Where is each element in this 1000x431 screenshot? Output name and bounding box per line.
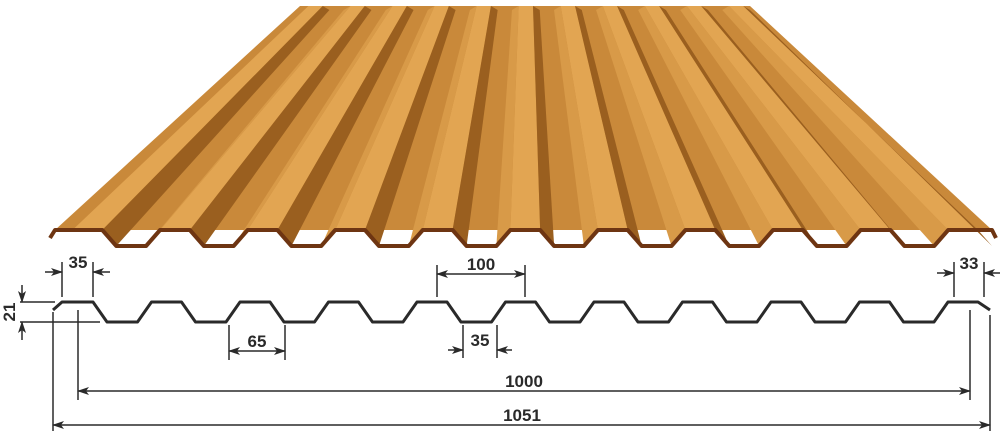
rib-crest: [335, 6, 449, 230]
rib-crest: [602, 6, 716, 230]
rib-slope-dark: [701, 6, 905, 246]
dim-valley-bottom: 35: [471, 331, 490, 350]
dim-height: 21: [0, 303, 19, 322]
rib-crest: [247, 6, 407, 230]
rib-slope-light: [596, 6, 686, 246]
rib-slope-dark: [189, 6, 372, 246]
sheet-front-edge: [48, 228, 998, 248]
rib-slope-dark: [575, 6, 642, 246]
rib-crest: [160, 6, 365, 230]
profile-outline: [52, 300, 991, 324]
rib-slope-light: [146, 6, 351, 246]
dim-edge-right: 33: [960, 254, 979, 273]
rib-slope-light: [722, 6, 949, 246]
rib-crest: [560, 6, 628, 230]
rib-slope-dark: [532, 6, 555, 246]
rib-slope-light: [554, 6, 598, 246]
rib-slope-light: [233, 6, 393, 246]
rib-slope-light: [638, 6, 774, 246]
corrugated-sheet-3d: [48, 6, 998, 248]
rib-crest: [72, 6, 323, 230]
rib-slope-light: [408, 6, 477, 246]
dim-crest-top-width: 35: [69, 253, 88, 272]
rib-crest: [686, 6, 891, 230]
rib-slope-dark: [102, 6, 330, 246]
rib-slope-dark: [277, 6, 414, 246]
dim-valley-width: 65: [248, 332, 267, 351]
rib-slope-dark: [659, 6, 817, 246]
rib-crest: [422, 6, 491, 230]
rib-crest: [644, 6, 803, 230]
rib-slope-dark: [364, 6, 456, 246]
dim-total-width: 1051: [503, 406, 541, 425]
dim-pitch: 100: [467, 255, 495, 274]
rib-slope-dark: [617, 6, 730, 246]
rib-crest: [728, 6, 978, 230]
rib-crest: [510, 6, 541, 230]
rib-slope-dark: [452, 6, 498, 246]
dim-useful-width: 1000: [505, 372, 543, 391]
rib-slope-light: [496, 6, 519, 246]
rib-slope-light: [321, 6, 435, 246]
rib-slope-light: [680, 6, 861, 246]
profile-line: [52, 300, 991, 324]
